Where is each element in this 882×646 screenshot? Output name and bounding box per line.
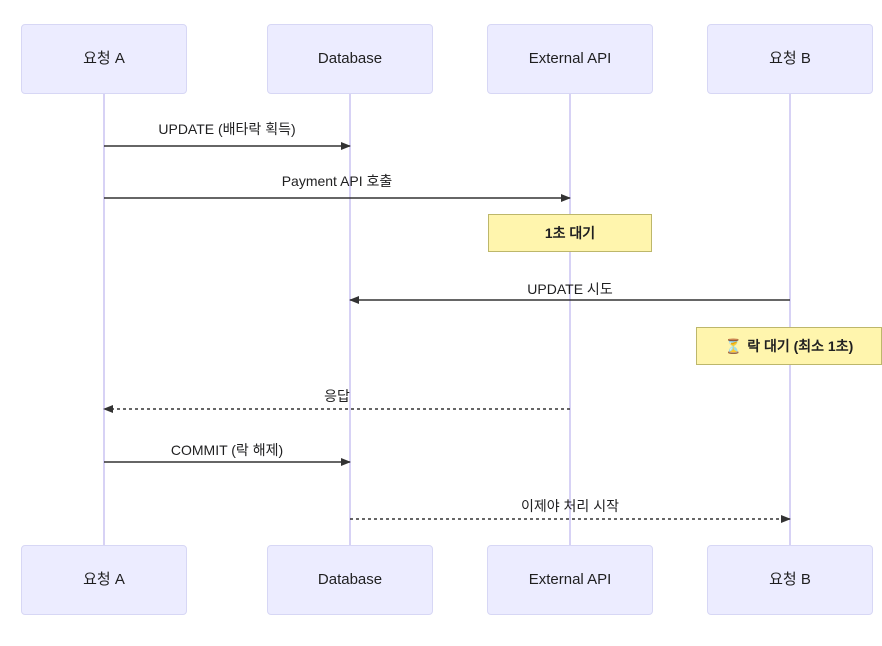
message-label-m1: UPDATE (배타락 획득) bbox=[158, 121, 296, 137]
message-label-m6: 이제야 처리 시작 bbox=[521, 498, 619, 514]
lifelines-group bbox=[103, 94, 791, 545]
message-label-m2: Payment API 호출 bbox=[281, 173, 393, 189]
participant-label: External API bbox=[528, 571, 612, 588]
message-arrows-group bbox=[103, 142, 791, 523]
participant-label: 요청 A bbox=[83, 571, 125, 588]
participant-label: External API bbox=[528, 50, 612, 67]
note-n1: 1초 대기 bbox=[488, 214, 652, 252]
note-label: 1초 대기 bbox=[545, 223, 595, 243]
participant-label: Database bbox=[317, 50, 383, 67]
message-label-m3: UPDATE 시도 bbox=[527, 281, 613, 297]
note-label: ⏳락 대기 (최소 1초) bbox=[725, 336, 854, 356]
participant-box-top-b[interactable]: 요청 B bbox=[707, 24, 873, 94]
message-label-m5: COMMIT (락 해제) bbox=[170, 442, 284, 458]
participant-box-top-a[interactable]: 요청 A bbox=[21, 24, 187, 94]
participant-label: 요청 B bbox=[769, 50, 811, 67]
participant-label: 요청 A bbox=[83, 50, 125, 67]
message-label-m4: 응답 bbox=[324, 388, 350, 404]
participant-box-bottom-a[interactable]: 요청 A bbox=[21, 545, 187, 615]
participant-label: Database bbox=[317, 571, 383, 588]
note-text: 1초 대기 bbox=[544, 225, 596, 241]
hourglass-icon: ⏳ bbox=[724, 338, 743, 354]
participant-label: 요청 B bbox=[769, 571, 811, 588]
participant-box-bottom-api[interactable]: External API bbox=[487, 545, 653, 615]
participant-box-bottom-db[interactable]: Database bbox=[267, 545, 433, 615]
participant-box-top-db[interactable]: Database bbox=[267, 24, 433, 94]
participant-box-bottom-b[interactable]: 요청 B bbox=[707, 545, 873, 615]
note-text: 락 대기 (최소 1초) bbox=[747, 338, 854, 354]
participant-box-top-api[interactable]: External API bbox=[487, 24, 653, 94]
note-n2: ⏳락 대기 (최소 1초) bbox=[696, 327, 882, 365]
